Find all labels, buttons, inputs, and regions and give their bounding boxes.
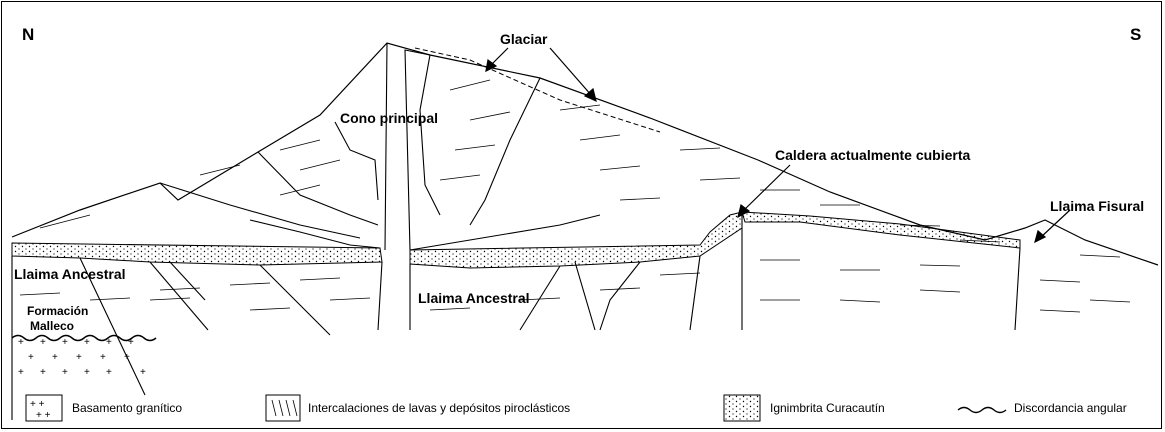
ignimbrite-band-left [12,243,382,265]
lava-layer-line [280,140,320,150]
lava-layer-line [440,175,480,180]
granite-cross: + [40,337,46,348]
lava-layer-line [580,135,620,140]
lava-layer-line [620,198,660,200]
lava-layer-line [560,105,600,110]
granite-cross: + [62,337,68,348]
annotation-arrows [486,48,1070,242]
llaima-ancestral-center-label: Llaima Ancestral [418,290,530,306]
lava-layer-line [1090,300,1130,302]
central-conduit [160,43,600,250]
legend: + + + + Basamento granítico Intercalacio… [26,395,1127,421]
lava-layer-line [1040,310,1080,312]
legend-label-basamento: Basamento granítico [72,401,182,415]
lower-faults [12,212,1020,420]
lava-layer-line [90,298,130,300]
llaima-ancestral-left-label: Llaima Ancestral [14,266,126,282]
volcano-profile [12,43,1158,265]
lava-layer-line [230,283,270,285]
lava-layer-line [20,293,60,295]
lava-layer-line [160,288,200,290]
legend-label-ignimbrita: Ignimbrita Curacautín [770,401,885,415]
granite-cross: + [62,367,68,378]
lava-layer-line [455,145,495,150]
lava-layer-line [1040,280,1080,282]
granite-cross: + [76,352,82,363]
formacion-label: Formación [27,304,88,318]
granite-cross: + [106,367,112,378]
legend-wavy-glyph [958,408,1006,413]
lava-layer-line [600,288,640,290]
lava-layer-line [150,298,190,300]
lava-layer-line [600,166,640,170]
lava-layer-line [660,273,700,275]
legend-crosses-glyphs: + + [30,399,45,410]
granite-cross: + [84,337,90,348]
north-label: N [22,25,34,44]
glaciar-label: Glaciar [500,31,548,47]
lava-layer-line [680,148,720,150]
granite-cross: + [18,337,24,348]
lava-layer-line [470,112,510,120]
granite-cross: + [140,367,146,378]
lava-layer-line [920,290,960,292]
lava-layer-line [250,308,290,310]
south-label: S [1130,25,1141,44]
ignimbrite-band-center [410,212,742,268]
llaima-fisural-label: Llaima Fisural [1050,198,1144,214]
lava-layer-line [330,298,370,300]
granite-cross: + [52,352,58,363]
lava-layer-line [40,215,90,228]
lava-layer-line [300,160,340,170]
lava-layer-line [280,185,320,195]
lava-layer-line [430,308,470,310]
legend-label-discordancia: Discordancia angular [1014,401,1127,415]
legend-swatch-dots [724,395,760,421]
lava-layer-hatching [20,80,1130,312]
lava-layer-line [700,178,740,180]
granite-cross: + [28,352,34,363]
glacier-line [415,48,660,132]
granite-cross: + [100,352,106,363]
granite-cross: + [18,367,24,378]
lava-layer-line [840,300,880,302]
lava-layer-line [450,80,490,90]
granite-cross: + [40,367,46,378]
lava-layer-line [1080,255,1120,257]
lava-layer-line [920,265,960,266]
lava-layer-line [300,278,340,280]
cono-principal-label: Cono principal [340,110,438,126]
granite-cross: + [84,367,90,378]
malleco-label: Malleco [30,319,74,333]
caldera-label: Caldera actualmente cubierta [775,147,971,163]
lava-layer-line [200,165,240,175]
legend-label-intercalaciones: Intercalaciones de lavas y depósitos pir… [308,401,570,415]
ignimbrite-band-caldera [742,212,1020,248]
legend-crosses-glyphs-2: + + [36,410,51,421]
